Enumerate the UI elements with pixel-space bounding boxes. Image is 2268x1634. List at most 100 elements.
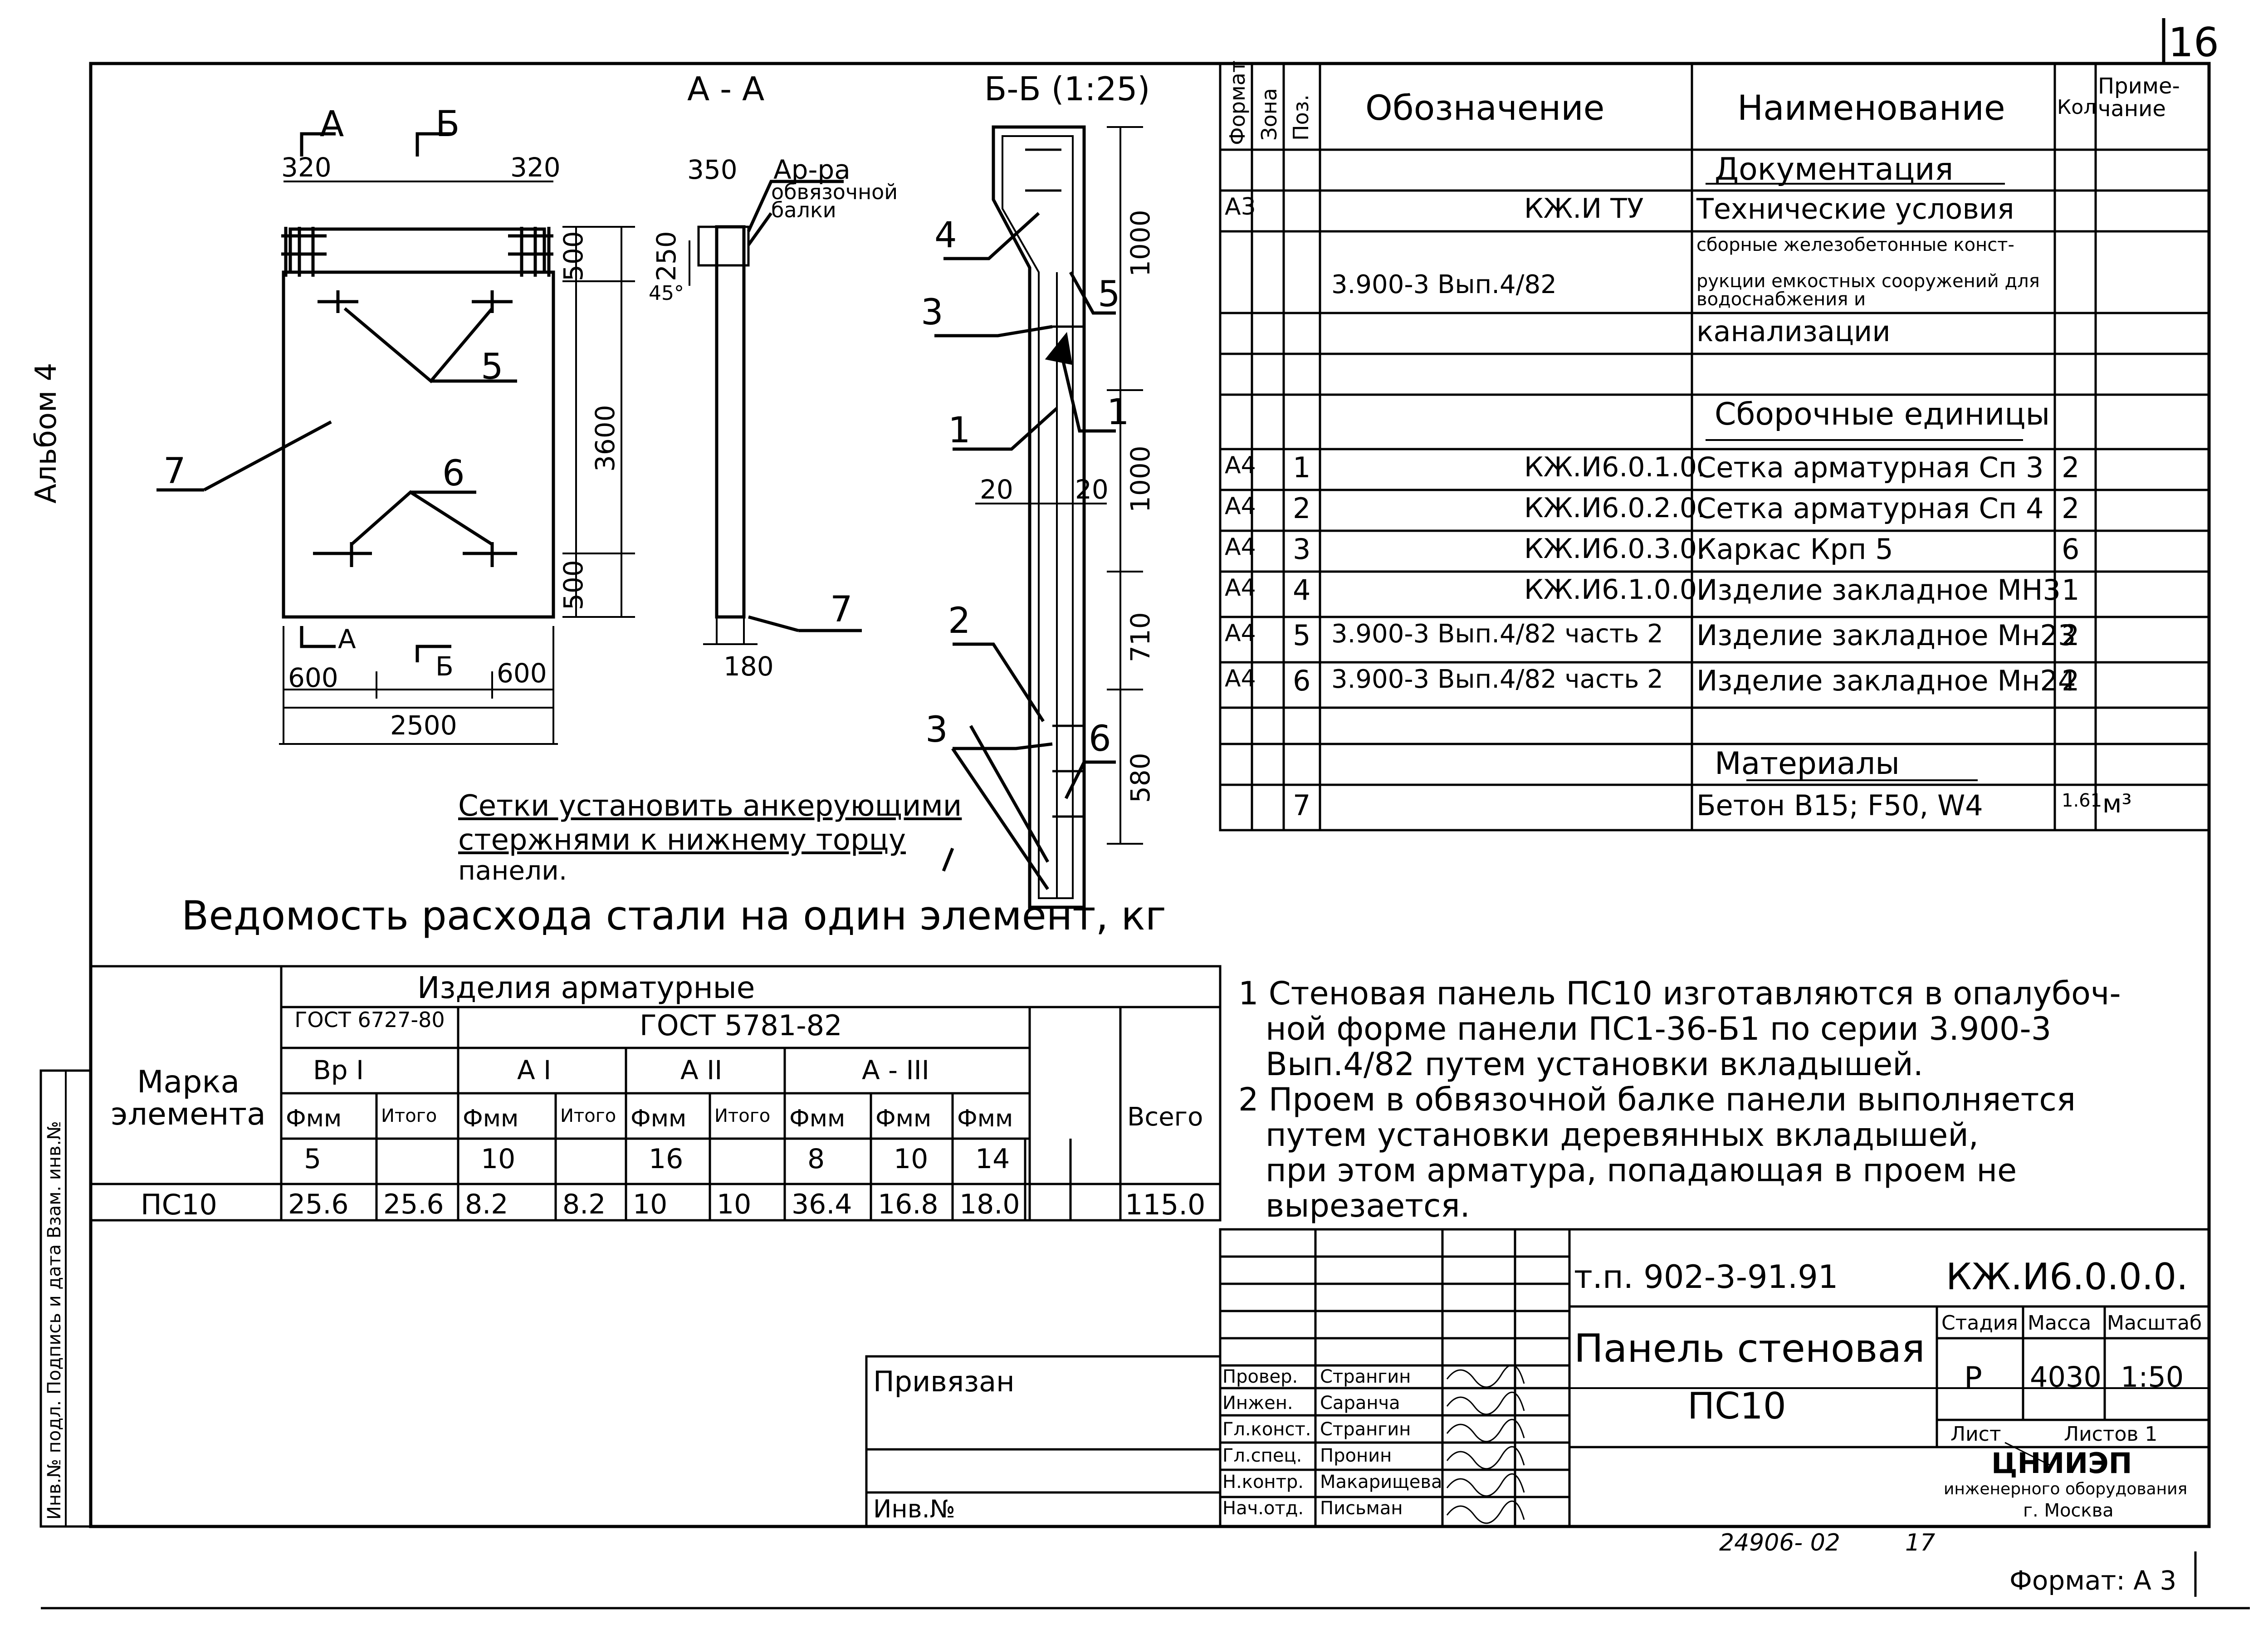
callout-7-section: 7 (830, 589, 853, 630)
spec-header-name: Наименование (1737, 88, 2005, 128)
steel-class-2: А I (517, 1055, 552, 1086)
spec-position: 4 (1293, 573, 1311, 607)
spec-format: А4 (1225, 665, 1256, 692)
spec-position: 5 (1293, 619, 1311, 652)
signer-role: Гл.конст. (1222, 1419, 1311, 1440)
steel-sub-header: Фмм (957, 1105, 1013, 1132)
steel-value: 25.6 (383, 1189, 444, 1220)
dim-1000-top: 1000 (1125, 210, 1156, 277)
dim-500-bottom: 500 (558, 560, 589, 610)
spec-section-title: Сборочные единицы (1715, 396, 2050, 432)
steel-row-mark: ПС10 (141, 1188, 217, 1221)
cut-mark-b-top: Б (435, 104, 460, 145)
spec-name: Сетка арматурная Сп 3 (1696, 451, 2044, 484)
spec-format: А4 (1225, 620, 1256, 647)
mass-value: 4030 (2030, 1360, 2102, 1394)
steel-value: 8.2 (562, 1189, 606, 1220)
spec-name: Бетон В15; F50, W4 (1696, 789, 1983, 822)
dim-500-top: 500 (558, 231, 589, 281)
section-aa (689, 180, 862, 645)
steel-value: 10 (633, 1189, 668, 1220)
spec-designation: КЖ.И6.0.2.0. (1524, 492, 1706, 524)
signer-name: Макарищева (1320, 1472, 1442, 1492)
dim-180: 180 (723, 651, 774, 682)
note-line: при этом арматура, попадающая в проем не (1266, 1152, 2017, 1189)
steel-diameter: 14 (975, 1143, 1010, 1175)
sheet-label: Лист (1950, 1423, 2001, 1446)
sheet-number: 16 (2168, 19, 2219, 66)
dim-1000-bottom: 1000 (1125, 445, 1156, 513)
note-line: вырезается. (1266, 1187, 1470, 1224)
spec-format: А3 (1225, 193, 1256, 220)
spec-position: 7 (1293, 789, 1311, 822)
scale-value: 1:50 (2121, 1360, 2184, 1394)
organization-city: г. Москва (2023, 1500, 2114, 1521)
steel-mark-header: Марка элемента (111, 1064, 266, 1133)
spec-header-note: Приме- чание (2098, 73, 2180, 122)
steel-value: 16.8 (878, 1189, 938, 1220)
signer-role: Нач.отд. (1222, 1498, 1304, 1519)
signer-role: Инжен. (1222, 1393, 1293, 1414)
steel-value: 10 (717, 1189, 752, 1220)
signature-5 (1446, 1473, 1525, 1497)
steel-class-1: Вр I (313, 1055, 364, 1086)
steel-sub-header: Фмм (789, 1105, 846, 1132)
spec-qty: 2 (2062, 451, 2080, 484)
spec-qty: 2 (2062, 619, 2080, 652)
spec-qty: 1 (2062, 573, 2080, 607)
steel-diameter: 16 (649, 1143, 684, 1175)
spec-table-lines (1219, 62, 2210, 832)
callout-1-left: 1 (948, 410, 971, 451)
steel-gost-a: ГОСТ 6727-80 (294, 1008, 445, 1032)
steel-sub-header: Итого (381, 1106, 437, 1126)
spec-format: А4 (1225, 574, 1256, 602)
signer-role: Гл.спец. (1222, 1445, 1302, 1466)
signature-6 (1446, 1500, 1525, 1524)
archive-number: 24906- 02 (1719, 1529, 1840, 1556)
bound-label: Привязан (873, 1365, 1015, 1398)
signer-name: Странгин (1320, 1366, 1411, 1387)
steel-diameter: 10 (894, 1143, 929, 1175)
dim-45-deg: 45° (649, 282, 684, 305)
steel-sub-header: Фмм (463, 1105, 519, 1132)
steel-gost-b: ГОСТ 5781-82 (640, 1009, 842, 1042)
sheets-label: Листов 1 (2064, 1423, 2158, 1446)
dim-580: 580 (1125, 753, 1156, 803)
signer-name: Письман (1320, 1498, 1403, 1519)
dim-3600: 3600 (590, 405, 621, 472)
mass-label: Масса (2028, 1311, 2092, 1335)
callout-5-elevation: 5 (481, 347, 503, 387)
steel-value: 18.0 (959, 1189, 1020, 1220)
panel-title-2: ПС10 (1687, 1385, 1786, 1427)
panel-elevation (156, 132, 635, 745)
section-bb-title: Б-Б (1:25) (984, 70, 1150, 108)
dim-250: 250 (651, 231, 682, 281)
dim-600-left: 600 (288, 662, 338, 693)
signature-3 (1446, 1419, 1525, 1443)
spec-position: 2 (1293, 492, 1311, 525)
signature-1 (1446, 1364, 1525, 1388)
steel-sub-header: Итого (714, 1106, 771, 1126)
dim-20-left: 20 (980, 474, 1013, 505)
signer-name: Пронин (1320, 1445, 1392, 1466)
cut-mark-b-bottom: Б (435, 651, 454, 682)
spec-position: 3 (1293, 533, 1311, 566)
rebar-note-3: балки (771, 198, 836, 222)
spec-header-zone: Зона (1257, 88, 1281, 141)
dim-600-right: 600 (497, 658, 547, 689)
callout-2: 2 (948, 601, 971, 641)
dim-320-right: 320 (510, 152, 561, 183)
album-label: Альбом 4 (29, 362, 63, 504)
spec-name: Изделие закладное Мн23 (1696, 619, 2076, 652)
spec-header-format: Формат (1225, 60, 1250, 145)
callout-1-right: 1 (1107, 392, 1129, 433)
organization-name: ЦНИИЭП (1991, 1447, 2132, 1480)
callout-5-section: 5 (1098, 274, 1120, 315)
archive-page: 17 (1905, 1529, 1936, 1556)
spec-name: рукции емкостных сооружений для водоснаб… (1696, 271, 2040, 310)
steel-sub-header: Итого (560, 1106, 616, 1126)
steel-total-header: Всего (1127, 1102, 1203, 1132)
title-block-lines (865, 1228, 2210, 1528)
mesh-note-2: стержнями к нижнему торцу (458, 823, 906, 857)
spec-header-designation: Обозначение (1365, 88, 1605, 128)
